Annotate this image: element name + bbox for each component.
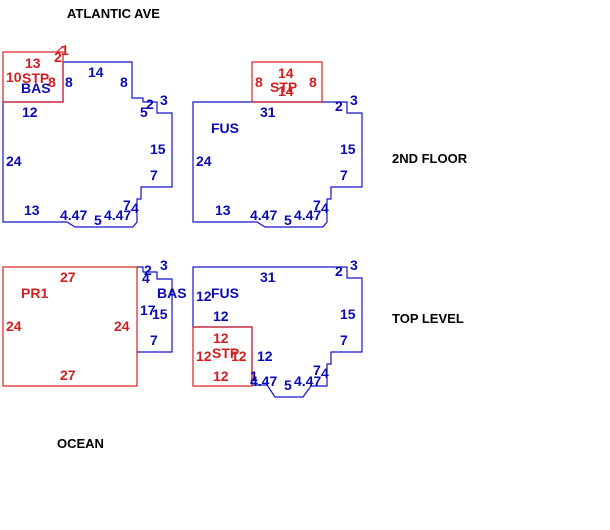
dim-label: 13	[25, 55, 41, 71]
dim-label: 1	[61, 42, 69, 58]
stp-outline	[251, 61, 323, 103]
dim-label: 5	[140, 104, 148, 120]
fus-area-code: FUS	[211, 120, 239, 136]
dim-label: 4.47	[60, 207, 87, 223]
dim-label: 2	[335, 263, 343, 279]
stp-area-code: STP	[22, 70, 49, 86]
dim-label: 4.47	[104, 207, 131, 223]
pr1-outline	[2, 266, 138, 387]
stp-area-code: STP	[212, 345, 239, 361]
dim-label: 12	[196, 348, 212, 364]
dim-label: 17	[140, 302, 156, 318]
dim-label: 12	[196, 288, 212, 304]
dim-label: 2	[146, 96, 154, 112]
dim-label: 5	[284, 212, 292, 228]
stp-outline	[192, 326, 253, 387]
dim-label: 10	[6, 69, 22, 85]
dim-label: 4	[321, 365, 329, 381]
dim-label: 3	[350, 257, 358, 273]
ocean-label: OCEAN	[57, 436, 104, 451]
fus-outline	[192, 101, 363, 228]
bas-outline	[2, 61, 173, 228]
dim-label: 4	[321, 200, 329, 216]
dim-label: 8	[65, 74, 73, 90]
top-level-label: TOP LEVEL	[392, 311, 464, 326]
dim-label: 12	[22, 104, 38, 120]
dim-label: 4.47	[294, 207, 321, 223]
street-label: ATLANTIC AVE	[67, 6, 160, 21]
dim-label: 31	[260, 104, 276, 120]
dim-label: 3	[160, 257, 168, 273]
dim-label: 15	[340, 141, 356, 157]
dim-label: 12	[213, 330, 229, 346]
dim-label: 4	[131, 200, 139, 216]
dim-label: 12	[257, 348, 273, 364]
fus-area-code: FUS	[211, 285, 239, 301]
dim-label: 15	[340, 306, 356, 322]
dim-label: 14	[278, 83, 294, 99]
dim-label: 27	[60, 269, 76, 285]
dim-label: 4	[142, 270, 150, 286]
bas-area-code: BAS	[157, 285, 187, 301]
dim-label: 5	[284, 377, 292, 393]
dim-label: 15	[150, 141, 166, 157]
dim-label: 3	[160, 92, 168, 108]
dim-label: 24	[114, 318, 130, 334]
dim-label: 7	[340, 332, 348, 348]
dim-label: 15	[152, 306, 168, 322]
dim-label: 12	[213, 368, 229, 384]
dim-label: 7	[150, 167, 158, 183]
bas-area-code: BAS	[21, 80, 51, 96]
stp-corner-line	[56, 45, 64, 53]
stp-area-code: STP	[270, 79, 297, 95]
stp-outline	[2, 51, 64, 103]
dim-label: 24	[6, 318, 22, 334]
dim-label: 14	[278, 65, 294, 81]
dim-label: 3	[350, 92, 358, 108]
base-level-sketch: BAS STP 13 2 1 10 8 8 14 8 12 2 3 5 24 1…	[2, 42, 173, 228]
pr1-area-code: PR1	[21, 285, 48, 301]
dim-label: 7	[150, 332, 158, 348]
dim-label: 2	[335, 98, 343, 114]
dim-label: 1	[250, 368, 258, 384]
dim-label: 7	[313, 197, 321, 213]
dim-label: 4.47	[294, 373, 321, 389]
bas-outline	[137, 266, 173, 353]
top-level-sketch: FUS STP 31 2 3 12 12 15 7 12 7 4 1 4.47 …	[192, 257, 363, 398]
dim-label: 8	[255, 74, 263, 90]
dim-label: 7	[340, 167, 348, 183]
dim-label: 12	[213, 308, 229, 324]
dim-label: 8	[120, 74, 128, 90]
dim-label: 24	[196, 153, 212, 169]
dim-label: 4.47	[250, 373, 277, 389]
dim-label: 24	[6, 153, 22, 169]
dim-label: 27	[60, 367, 76, 383]
dim-label: 4.47	[250, 207, 277, 223]
dim-label: 14	[88, 64, 104, 80]
dim-label: 12	[231, 348, 247, 364]
dim-label: 2	[54, 49, 62, 65]
dim-label: 7	[123, 197, 131, 213]
dim-label: 8	[48, 74, 56, 90]
dim-label: 13	[215, 202, 231, 218]
dim-label: 13	[24, 202, 40, 218]
dim-label: 7	[313, 362, 321, 378]
dim-label: 5	[94, 212, 102, 228]
second-floor-sketch: FUS STP 14 8 8 14 31 2 3 24 15 7 7 4 13 …	[192, 61, 363, 228]
ground-level-sketch: PR1 BAS 27 24 24 27 2 3 4 17 15 7	[2, 257, 187, 387]
dim-label: 2	[144, 262, 152, 278]
dim-label: 31	[260, 269, 276, 285]
dim-label: 8	[309, 74, 317, 90]
floor-2-label: 2ND FLOOR	[392, 151, 468, 166]
